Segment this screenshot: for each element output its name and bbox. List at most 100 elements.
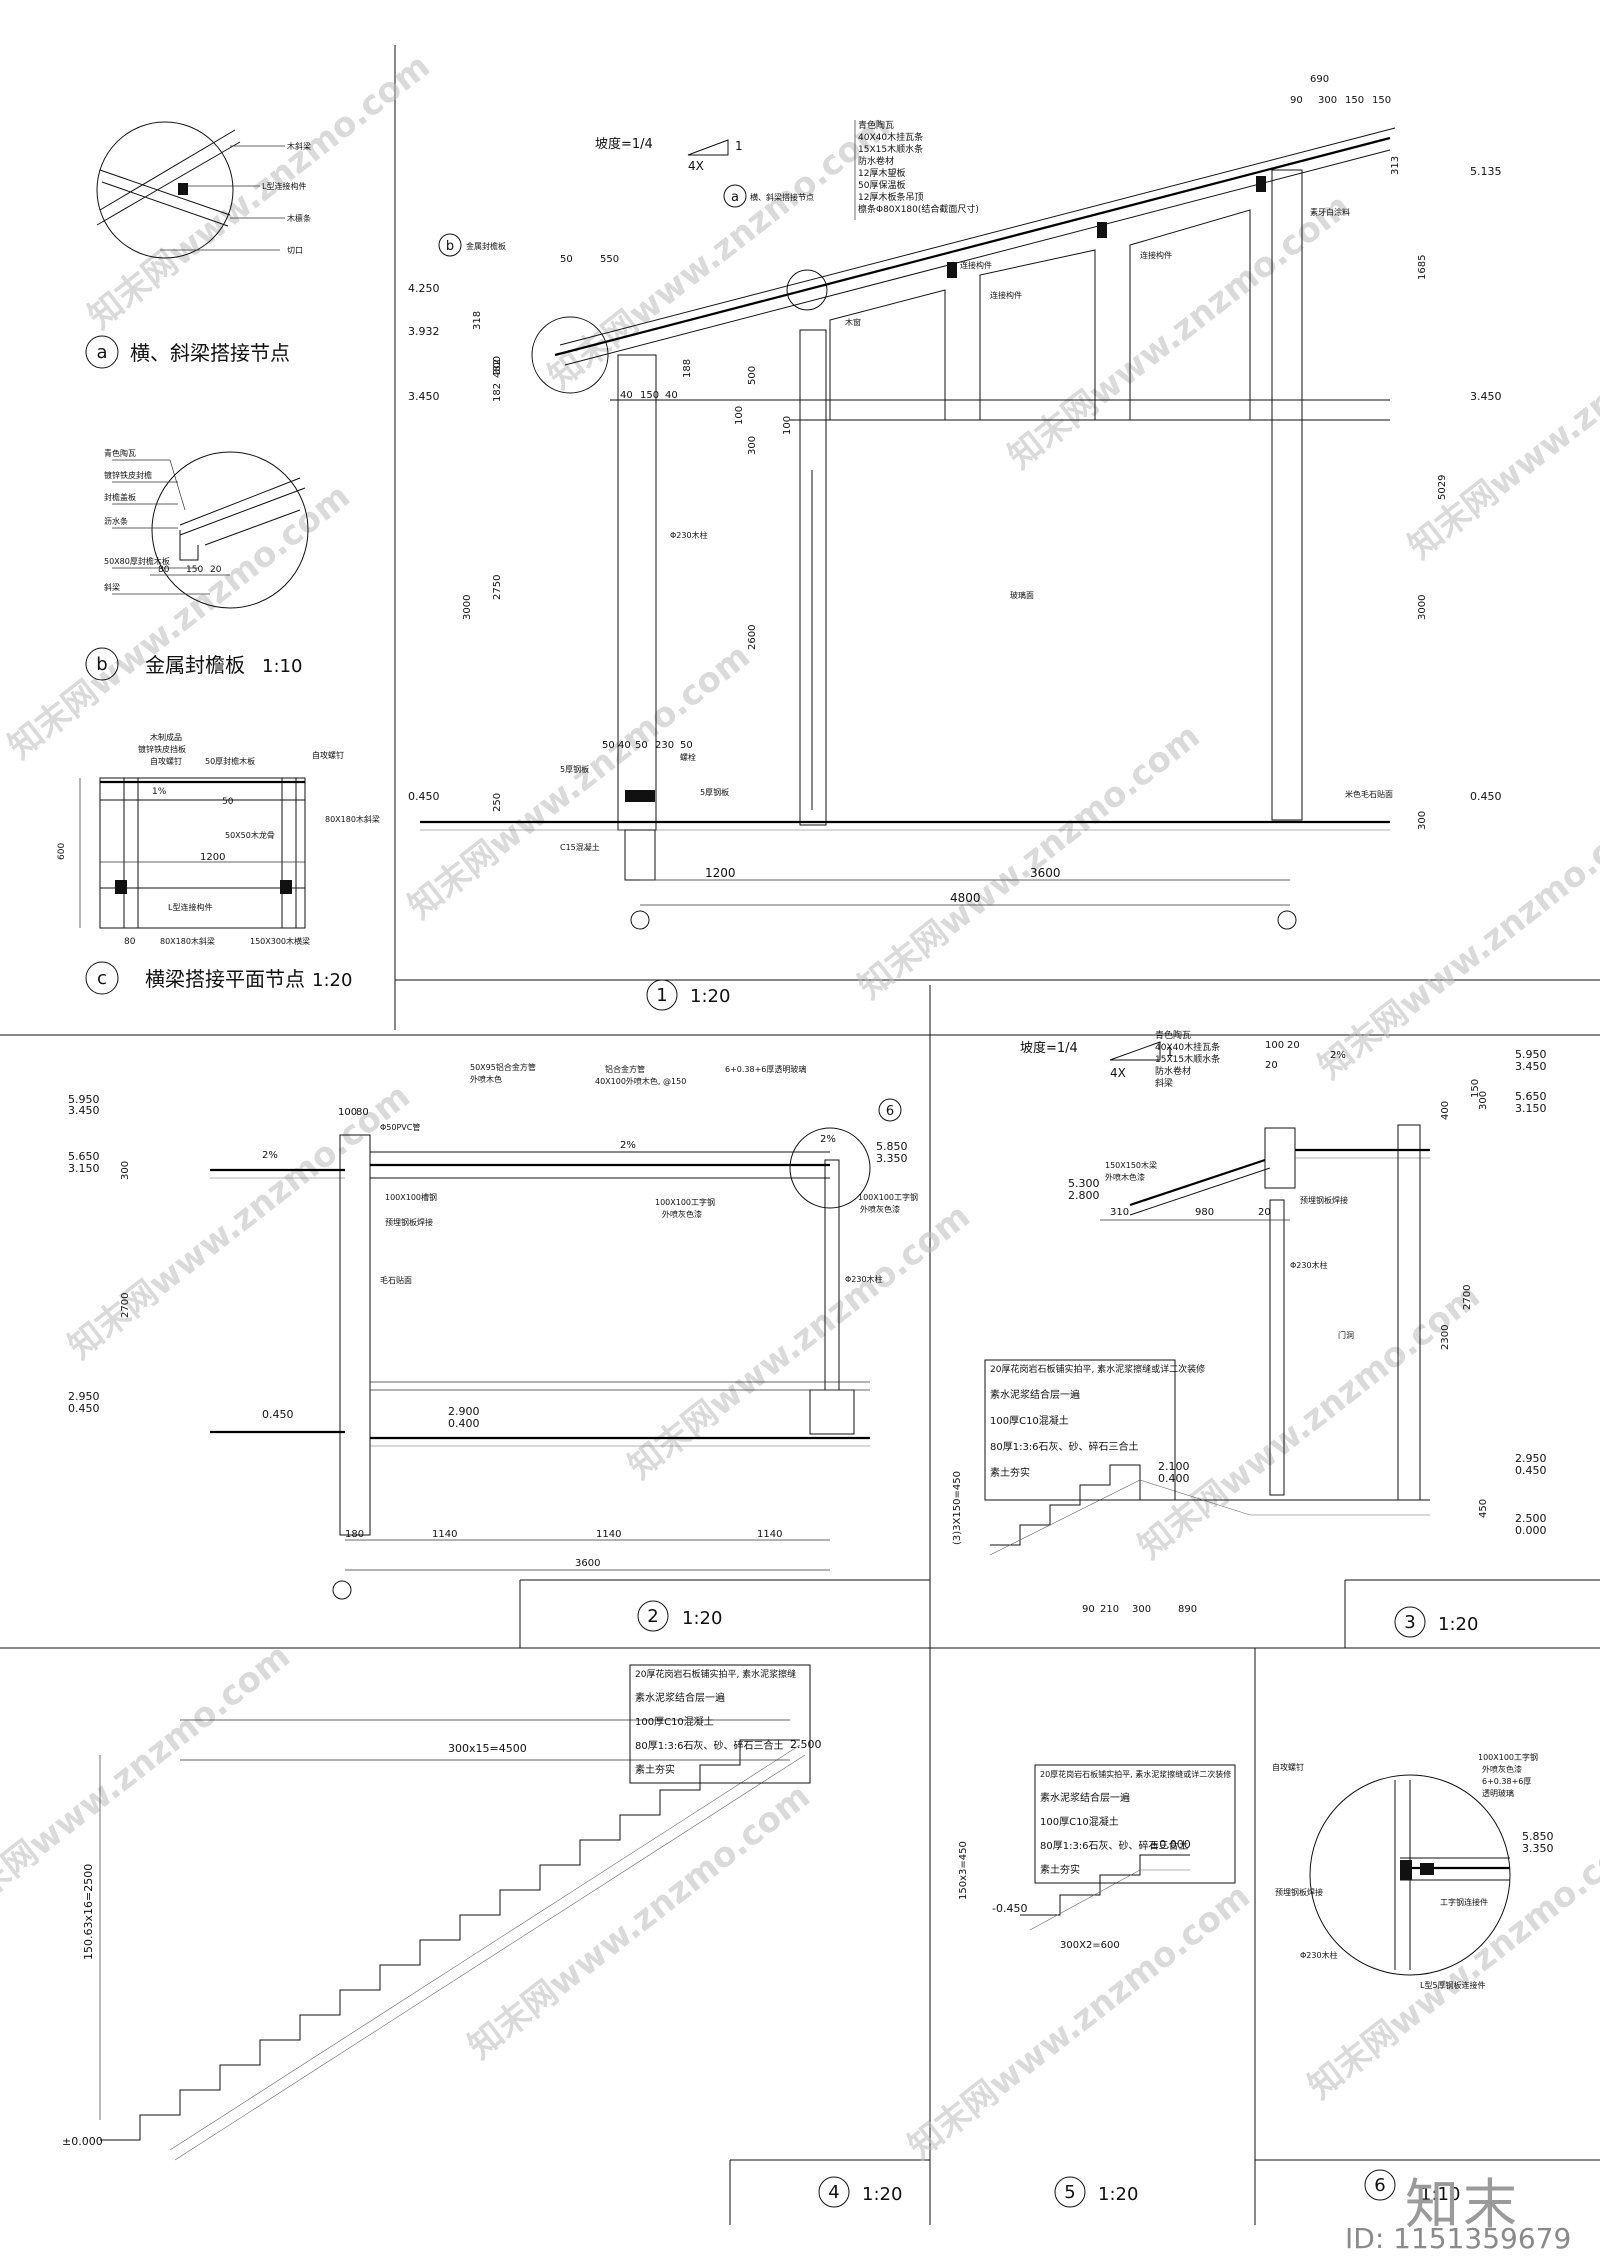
s1-layer-label: 12厚木望板 <box>858 167 905 179</box>
svg-text:知末网www.znzmo.com: 知末网www.znzmo.com <box>461 1776 818 2067</box>
s2-dim: 2700 <box>120 1293 131 1318</box>
s1-callout-a <box>786 269 828 311</box>
s3-floor-layer: 素土夯实 <box>990 1466 1030 1479</box>
s2-level: 3.450 <box>68 1104 100 1117</box>
s2-label: 预埋钢板焊接 <box>385 1217 433 1227</box>
s5-floor-layer: 素水泥浆结合层一遍 <box>1040 1791 1130 1804</box>
s1-dim-left: 300 <box>492 356 503 375</box>
s4-dim-rise: 150.63x16=2500 <box>82 1864 95 1960</box>
s1-title-circle <box>646 979 678 1011</box>
svg-text:知末网www.znzmo.com: 知末网www.znzmo.com <box>1001 186 1358 477</box>
s3-layer-label: 青色陶瓦 <box>1155 1029 1191 1041</box>
s1-dim-top: 150 <box>640 390 659 401</box>
s2-dim: 1140 <box>757 1529 782 1540</box>
s1-dim-left: 482 <box>492 359 503 378</box>
s4-floor-layer: 100厚C10混凝土 <box>635 1715 714 1728</box>
s2-title-circle <box>637 1600 669 1632</box>
s4-dim-run: 300x15=4500 <box>448 1742 527 1755</box>
s1-dim-top: 300 <box>1318 95 1337 106</box>
svg-text:知末网www.znzmo.com: 知末网www.znzmo.com <box>61 1076 418 1367</box>
svg-text:知末网www.znzmo.com: 知末网www.znzmo.com <box>901 1876 1258 2167</box>
s2-dim: 80 <box>356 1107 369 1118</box>
s3-level: 2.500 <box>1515 1512 1547 1525</box>
s2-callout-tag <box>878 1098 902 1122</box>
s1-slope-ratio: 4X <box>688 159 704 173</box>
s1-dim-right: 5029 <box>1437 475 1448 500</box>
s1-label: 玻璃面 <box>1010 590 1034 600</box>
s2-axis-bubble <box>332 1580 352 1600</box>
s6-label: 6+0.38+6厚 <box>1482 1777 1531 1786</box>
section-3: 坡度=1/4 4X 1 青色陶瓦40X40木挂瓦条15X15木顺水条防水卷材斜梁… <box>952 1029 1547 1638</box>
svg-text:知末网www.znzmo.com: 知末网www.znzmo.com <box>1401 276 1600 567</box>
svg-text:知末网www.znzmo.com: 知末网www.znzmo.com <box>401 636 758 927</box>
s1-level: 3.450 <box>1470 390 1502 403</box>
node-b-callout-circle <box>85 647 119 681</box>
node-c-label: 木制成品 <box>150 732 182 742</box>
s6-label: 自攻螺钉 <box>1272 1762 1304 1772</box>
node-c-label: 50厚封檐木板 <box>205 756 255 766</box>
s4-floor-layer: 素水泥浆结合层一遍 <box>635 1691 725 1704</box>
s2-level: 5.950 <box>68 1093 100 1106</box>
s3-dim: 90 <box>1082 1604 1095 1615</box>
s3-label: 外喷木色漆 <box>1105 1172 1145 1182</box>
s1-dim-mid: 2600 <box>747 625 758 650</box>
s1-dim-left: 182 <box>492 383 503 402</box>
s3-level: 3.150 <box>1515 1102 1547 1115</box>
node-a-label: L型连接构件 <box>262 181 306 191</box>
node-b-dim: 150 <box>186 565 203 575</box>
node-a-label: 木檩条 <box>287 213 311 223</box>
svg-text:知末网www.znzmo.com: 知末网www.znzmo.com <box>621 1196 978 1487</box>
s1-dim-top: 40 <box>620 390 633 401</box>
s2-label: 100X100槽钢 <box>385 1192 437 1202</box>
s2-level: 2.950 <box>68 1390 100 1403</box>
s2-label: 毛石贴面 <box>380 1275 412 1285</box>
s2-dim: 180 <box>345 1529 364 1540</box>
s2-callout-ring <box>789 1127 871 1209</box>
node-b-scale: 1:10 <box>262 656 302 677</box>
node-a-label: 木斜梁 <box>287 141 311 151</box>
s1-dim-bottom: 3600 <box>1030 866 1061 880</box>
s2-level: 0.450 <box>68 1402 100 1415</box>
s3-layer-label: 斜梁 <box>1155 1077 1173 1089</box>
s6-steel-block <box>1400 1860 1412 1880</box>
s2-label: 外喷灰色漆 <box>662 1209 702 1219</box>
s2-number: 2 <box>647 1606 658 1627</box>
s1-callout-a-text: 横、斜梁搭接节点 <box>750 192 814 202</box>
s2-scale: 1:20 <box>682 1608 722 1629</box>
s3-layer-label: 防水卷材 <box>1155 1065 1191 1077</box>
svg-text:知末网www.znzmo.com: 知末网www.znzmo.com <box>1301 1816 1600 2107</box>
s3-floor-layer: 100厚C10混凝土 <box>990 1414 1069 1427</box>
node-a-title: 横、斜梁搭接节点 <box>130 341 290 365</box>
s3-floor-layer: 素水泥浆结合层一遍 <box>990 1388 1080 1401</box>
s3-dim: 150 <box>1470 1079 1481 1098</box>
s1-callout-b-letter: b <box>446 239 454 254</box>
node-a-label: 切口 <box>287 246 303 255</box>
s2-level: 5.850 <box>876 1140 908 1153</box>
s1-dim-top: 50 <box>560 254 573 265</box>
s1-label: 连接构件 <box>1140 250 1172 260</box>
node-b-label: 封檐盖板 <box>104 492 136 502</box>
s1-layer-label: 12厚木板条吊顶 <box>858 191 923 203</box>
s1-level: 0.450 <box>1470 790 1502 803</box>
s2-dim: 3600 <box>575 1558 600 1569</box>
section-6: 自攻螺钉100X100工字钢外喷灰色漆6+0.38+6厚透明玻璃预埋钢板焊接工字… <box>1272 1752 1554 2205</box>
s1-dim-left: 318 <box>472 311 483 330</box>
s1-connector <box>1097 222 1107 238</box>
s3-label: Φ230木柱 <box>1290 1260 1328 1270</box>
s1-slope: 坡度=1/4 <box>595 136 653 152</box>
s6-label: 透明玻璃 <box>1482 1788 1514 1798</box>
s1-label: 米色毛石贴面 <box>1345 789 1393 799</box>
s1-connector <box>1256 176 1266 192</box>
s2-level: 3.350 <box>876 1152 908 1165</box>
node-b-label: 50X80厚封檐木板 <box>104 556 170 566</box>
s3-floor-layer: 20厚花岗岩石板铺实拍平, 素水泥浆擦缝或详二次装修 <box>990 1363 1205 1375</box>
node-c-label: 50X50木龙骨 <box>225 830 275 840</box>
node-c-dim: 1% <box>152 787 167 797</box>
node-b-title: 金属封檐板 <box>145 653 245 677</box>
s1-dim-left: 2750 <box>492 575 503 600</box>
s1-dim-mid: 300 <box>747 436 758 455</box>
s3-slope: 坡度=1/4 <box>1020 1040 1078 1056</box>
s3-dim: 890 <box>1178 1604 1197 1615</box>
s1-level: 5.135 <box>1470 165 1502 178</box>
s3-level: 2.100 <box>1158 1460 1190 1473</box>
